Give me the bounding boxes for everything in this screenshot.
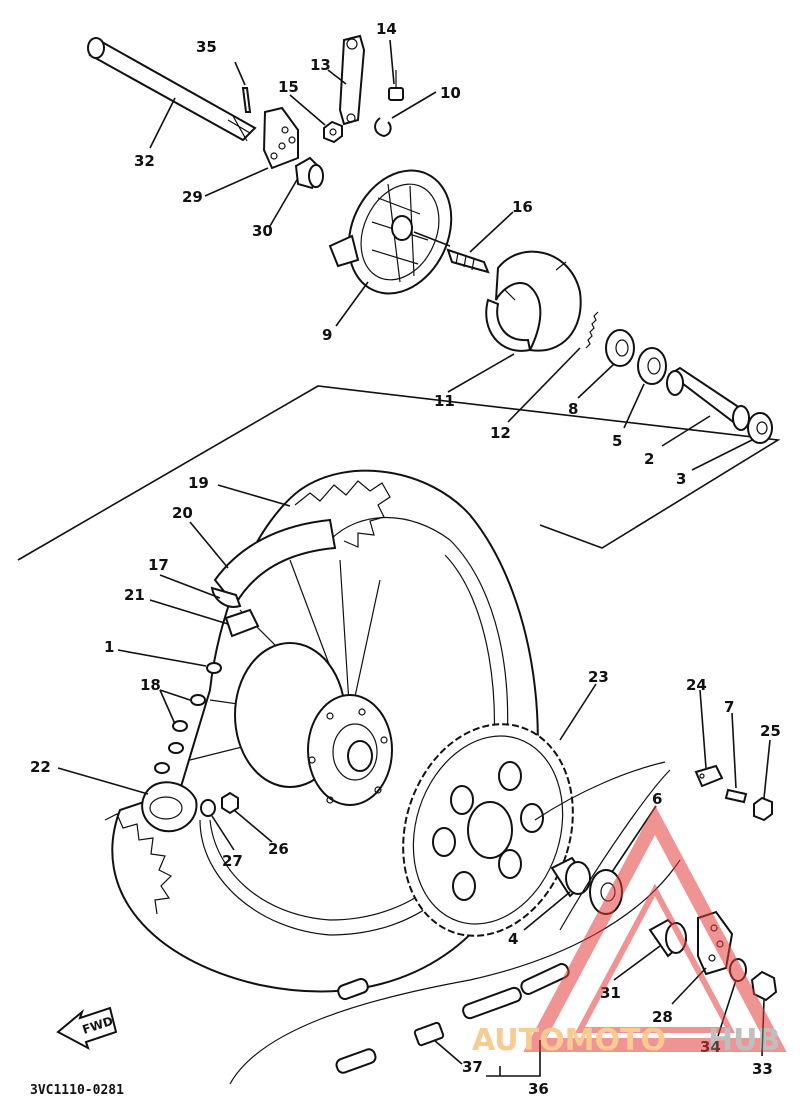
callout-29: 29 — [182, 188, 203, 206]
nut-part — [753, 796, 773, 822]
watermark-text-automoto: AUTOMOTO — [472, 1023, 666, 1058]
callout-28: 28 — [652, 1008, 673, 1026]
callout-16: 16 — [512, 198, 533, 216]
callout-27: 27 — [222, 852, 243, 870]
fwd-arrow-icon: FWD — [56, 1006, 118, 1051]
cam-lever-part — [338, 34, 366, 126]
watermark-logo: AUTOMOTO HUB — [472, 805, 787, 1058]
collar-part — [747, 412, 773, 444]
callout-labels: 35 32 29 30 13 14 15 10 9 16 11 12 8 5 2… — [30, 20, 781, 1098]
diagram-code: 3VC1110-0281 — [30, 1083, 124, 1098]
callout-35: 35 — [196, 38, 217, 56]
callout-9: 9 — [322, 326, 332, 344]
callout-12: 12 — [490, 424, 511, 442]
callout-5: 5 — [612, 432, 622, 450]
callout-15: 15 — [278, 78, 299, 96]
bearing-part — [637, 347, 667, 385]
callout-7: 7 — [724, 698, 734, 716]
callout-22: 22 — [30, 758, 51, 776]
spacer-part — [666, 366, 750, 431]
cotter-pin-part — [241, 87, 252, 113]
drive-chain — [229, 761, 681, 1085]
bolt-part — [724, 788, 748, 804]
spring-part — [585, 311, 599, 349]
callout-26: 26 — [268, 840, 289, 858]
bearing-part — [605, 329, 635, 367]
callout-20: 20 — [172, 504, 193, 522]
leader-lines — [57, 39, 771, 1077]
adjuster-plate-part — [262, 106, 299, 170]
callout-11: 11 — [434, 392, 455, 410]
callout-25: 25 — [760, 722, 781, 740]
callout-32: 32 — [134, 152, 155, 170]
brake-shoe-part — [485, 250, 582, 352]
callout-8: 8 — [568, 400, 578, 418]
callout-10: 10 — [440, 84, 461, 102]
spacer-part — [550, 856, 591, 898]
callout-4: 4 — [508, 930, 518, 948]
callout-37: 37 — [462, 1058, 483, 1076]
callout-17: 17 — [148, 556, 169, 574]
callout-3: 3 — [676, 470, 686, 488]
circlip-part — [374, 117, 392, 138]
callout-2: 2 — [644, 450, 654, 468]
axle-part — [87, 37, 257, 142]
callout-6: 6 — [652, 790, 662, 808]
brake-plate-part — [328, 169, 453, 295]
callout-13: 13 — [310, 56, 331, 74]
callout-30: 30 — [252, 222, 273, 240]
nut-part — [323, 120, 343, 144]
callout-18: 18 — [140, 676, 161, 694]
watermark-text-hub: HUB — [708, 1023, 780, 1058]
callout-23: 23 — [588, 668, 609, 686]
callout-21: 21 — [124, 586, 145, 604]
chain-puller-part — [694, 764, 724, 788]
collar-part — [648, 918, 688, 958]
collar-part — [294, 156, 324, 190]
callout-36: 36 — [528, 1080, 549, 1098]
callout-14: 14 — [376, 20, 397, 38]
callout-33: 33 — [752, 1060, 773, 1078]
callout-24: 24 — [686, 676, 707, 694]
callout-19: 19 — [188, 474, 209, 492]
sprocket-part — [402, 723, 574, 937]
callout-1: 1 — [104, 638, 114, 656]
assembly-outline — [17, 385, 781, 561]
camshaft-part — [446, 248, 490, 274]
bolt-part — [388, 70, 404, 101]
